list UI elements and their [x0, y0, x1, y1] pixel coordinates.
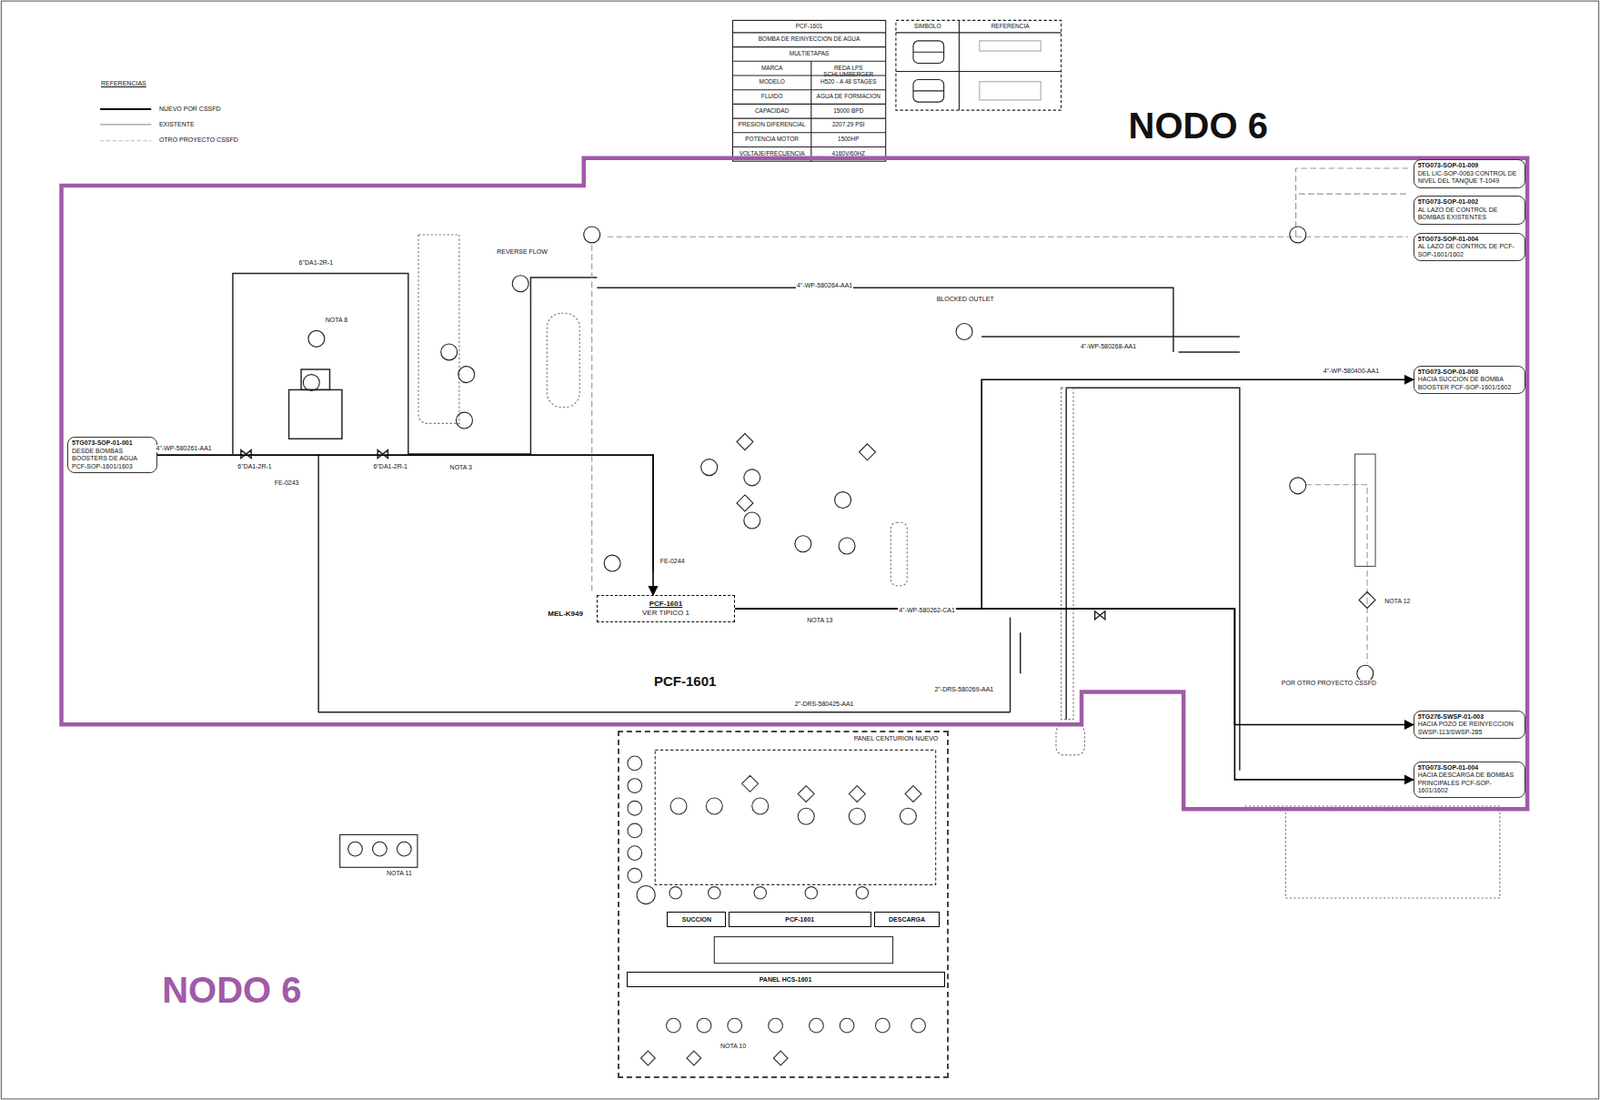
offpage-connector: 5TG073-SOP-01-002AL LAZO DE CONTROL DE B…	[1413, 195, 1526, 225]
line-number: 4"-WP-580262-CA1	[897, 606, 956, 614]
note-callout: NOTA 12	[1383, 597, 1411, 605]
panel-internals	[627, 749, 936, 1066]
instrument-tag: FE-0244	[659, 557, 686, 565]
line-number: 2"-DRS-580425-AA1	[794, 700, 856, 708]
equipment-tag: MEL-K949	[546, 609, 584, 618]
table-cell: REDA LPS SCHLUMBERGER	[811, 64, 886, 79]
data-tables	[732, 20, 1061, 162]
line-number: 4"-WP-580261-AA1	[155, 444, 213, 453]
offpage-connector: 5TG073-SOP-01-009DEL LIC-SOP-0063 CONTRO…	[1413, 159, 1526, 189]
node-text: 5TG276-SWSP-01-003	[1418, 713, 1521, 722]
process-lines	[232, 273, 1240, 771]
legend-samples	[100, 109, 151, 141]
table-cell: VOLTAJE/FRECUENCIA	[732, 150, 811, 158]
process-line	[734, 379, 1414, 609]
legend-heading: REFERENCIAS	[100, 80, 148, 88]
pump-box: PCF-1601VER TIPICO 1	[596, 594, 735, 623]
table-cell: POTENCIA MOTOR	[732, 135, 811, 143]
table-cell: REFERENCIA	[959, 22, 1062, 31]
table-cell: PCF-1601	[732, 22, 886, 31]
equipment-tag: PCF-1601	[653, 673, 717, 689]
offpage-connector: 5TG073-SOP-01-004AL LAZO DE CONTROL DE P…	[1413, 232, 1526, 262]
tracing-lines	[418, 234, 1500, 898]
instrument-tag: FE-0243	[273, 479, 301, 487]
legend-entry: EXISTENTE	[158, 120, 196, 129]
table-cell: MARCA	[732, 64, 811, 72]
note-callout: NOTA 11	[385, 869, 413, 877]
offpage-connector: 5TG276-SWSP-01-003HACIA POZO DE REINYECC…	[1413, 710, 1526, 740]
table-cell: 15000 BPD	[811, 107, 886, 115]
offpage-connector: 5TG073-SOP-01-001DESDE BOMBAS BOOSTERS D…	[67, 436, 158, 473]
offpage-connector: 5TG073-SOP-01-004HACIA DESCARGA DE BOMBA…	[1413, 761, 1526, 798]
node-text: DESDE BOMBAS BOOSTERS DE AGUA PCF-SOP-16…	[71, 447, 153, 472]
node-boundary	[61, 158, 1529, 810]
node-text: HACIA DESCARGA DE BOMBAS PRINCIPALES PCF…	[1418, 771, 1521, 795]
line-number: 4"-WP-580264-AA1	[795, 281, 854, 290]
instrument-bubbles	[302, 226, 1376, 867]
scope-note: POR OTRO PROYECTO CSSFD	[1280, 679, 1378, 687]
note-callout: NOTA 3	[449, 463, 473, 472]
note-callout: NOTA 13	[805, 616, 834, 624]
line-number: 4"-WP-580400-AA1	[1322, 367, 1380, 375]
table-cell: AGUA DE FORMACION	[811, 92, 886, 101]
note-callout: NOTA 10	[719, 1042, 747, 1050]
node-text: AL LAZO DE CONTROL DE BOMBAS EXISTENTES	[1418, 206, 1521, 222]
legend-entry: OTRO PROYECTO CSSFD	[158, 136, 240, 144]
node-text: VER TIPICO 1	[603, 608, 728, 618]
valve-note: BLOCKED OUTLET	[935, 295, 996, 303]
node-text: 5TG073-SOP-01-004	[1418, 235, 1521, 244]
node-text: 5TG073-SOP-01-001	[71, 439, 153, 448]
node-text: AL LAZO DE CONTROL DE PCF-SOP-1601/1602	[1418, 242, 1521, 259]
table-cell: BOMBA DE REINYECCION DE AGUA	[732, 35, 886, 43]
panel-section: PANEL HCS-1601	[626, 971, 946, 987]
table-cell: PRESION DIFERENCIAL	[732, 120, 811, 129]
panel-section: DESCARGA	[874, 911, 940, 927]
panel-section: SUCCION	[666, 911, 726, 927]
node-text: DESCARGA	[876, 915, 937, 924]
valve-note: REVERSE FLOW	[495, 248, 549, 256]
node-text: PANEL HCS-1601	[629, 975, 943, 984]
table-cell: H520 - A 48 STAGES	[811, 78, 886, 86]
process-line	[157, 454, 654, 595]
node-text: PANEL CENTURION NUEVO	[852, 734, 941, 742]
signal-lines	[592, 168, 1409, 664]
line-number: 6"DA1-2R-1	[236, 462, 273, 471]
node-text: 5TG073-SOP-01-009	[1418, 161, 1521, 171]
node-text: PCF-1601	[603, 599, 728, 609]
node-title: NODO 6	[161, 969, 302, 1010]
node-text: 5TG073-SOP-01-003	[1418, 368, 1521, 377]
line-number: 6"DA1-2R-1	[372, 462, 409, 471]
node-title: NODO 6	[1127, 105, 1269, 146]
table-cell: MODELO	[732, 78, 811, 86]
node-text: SUCCION	[669, 915, 724, 924]
table-cell: SIMBOLO	[895, 22, 960, 31]
line-number: 6"DA1-2R-1	[298, 259, 335, 267]
process-line	[734, 608, 1414, 725]
legend-entry: NUEVO POR CSSFD	[158, 105, 222, 113]
note-callout: NOTA 8	[324, 316, 349, 324]
control-panel: PANEL CENTURION NUEVO SUCCION PCF-1601 DESC…	[617, 730, 950, 1077]
table-cell: MULTIETAPAS	[732, 50, 886, 58]
line-number: 2"-DRS-580269-AA1	[933, 685, 995, 694]
table-cell: 2207.29 PSI	[811, 120, 886, 129]
node-text: HACIA POZO DE REINYECCION SWSP-113/SWSP-…	[1418, 720, 1521, 736]
table-cell: FLUIDO	[732, 92, 811, 101]
process-line	[734, 608, 1414, 780]
node-text: PCF-1601	[731, 915, 869, 924]
node-text: HACIA SUCCION DE BOMBA BOOSTER PCF-SOP-1…	[1418, 375, 1521, 392]
table-cell: CAPACIDAD	[732, 107, 811, 115]
node-text: 5TG073-SOP-01-002	[1418, 198, 1521, 207]
table-cell: 4160V/60HZ	[811, 150, 886, 158]
node-text: DEL LIC-SOP-0063 CONTROL DE NIVEL DEL TA…	[1418, 170, 1521, 186]
offpage-connector: 5TG073-SOP-01-003HACIA SUCCION DE BOMBA …	[1413, 365, 1526, 395]
panel-section: PCF-1601	[728, 911, 872, 927]
line-number: 4"-WP-580268-AA1	[1079, 342, 1138, 351]
table-cell: 1500HP	[811, 135, 886, 143]
node-text: 5TG073-SOP-01-004	[1418, 764, 1521, 773]
